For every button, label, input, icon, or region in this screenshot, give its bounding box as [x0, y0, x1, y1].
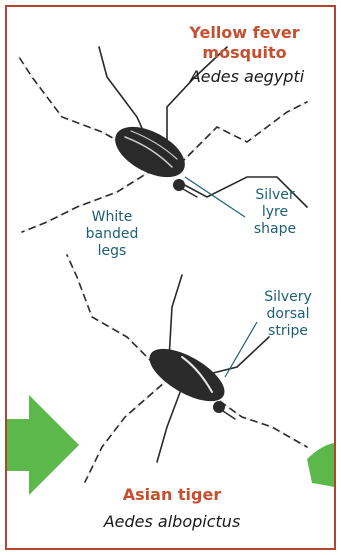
top-species-common-name: Yellow fever mosquito [157, 23, 332, 63]
stripe-pointer-line [225, 322, 257, 377]
stripe-line-3: stripe [255, 323, 321, 340]
annotation-lyre-shape: Silver lyre shape [245, 187, 305, 238]
legs-line-3: legs [77, 243, 147, 260]
annotation-banded-legs: White banded legs [77, 209, 147, 260]
stripe-line-2: dorsal [255, 306, 321, 323]
lyre-line-2: lyre [245, 204, 305, 221]
illustration [7, 7, 334, 548]
legs-line-1: White [77, 209, 147, 226]
top-species-name-line2: mosquito [157, 43, 332, 63]
legs-line-2: banded [77, 226, 147, 243]
lyre-line-1: Silver [245, 187, 305, 204]
stripe-line-1: Silvery [255, 289, 321, 306]
lyre-line-3: shape [245, 221, 305, 238]
top-species-scientific-name: Aedes aegypti [167, 67, 327, 86]
diagram-frame: Yellow fever mosquito Aedes aegypti Silv… [5, 5, 336, 550]
top-species-name-line1: Yellow fever [157, 23, 332, 43]
annotation-dorsal-stripe: Silvery dorsal stripe [255, 289, 321, 340]
left-green-arrow [7, 395, 79, 495]
top-mosquito-thorax [107, 117, 193, 188]
bottom-species-common-name: Asian tiger [77, 485, 267, 504]
bottom-species-scientific-name: Aedes albopictus [62, 512, 282, 531]
right-green-arrow [307, 443, 334, 487]
